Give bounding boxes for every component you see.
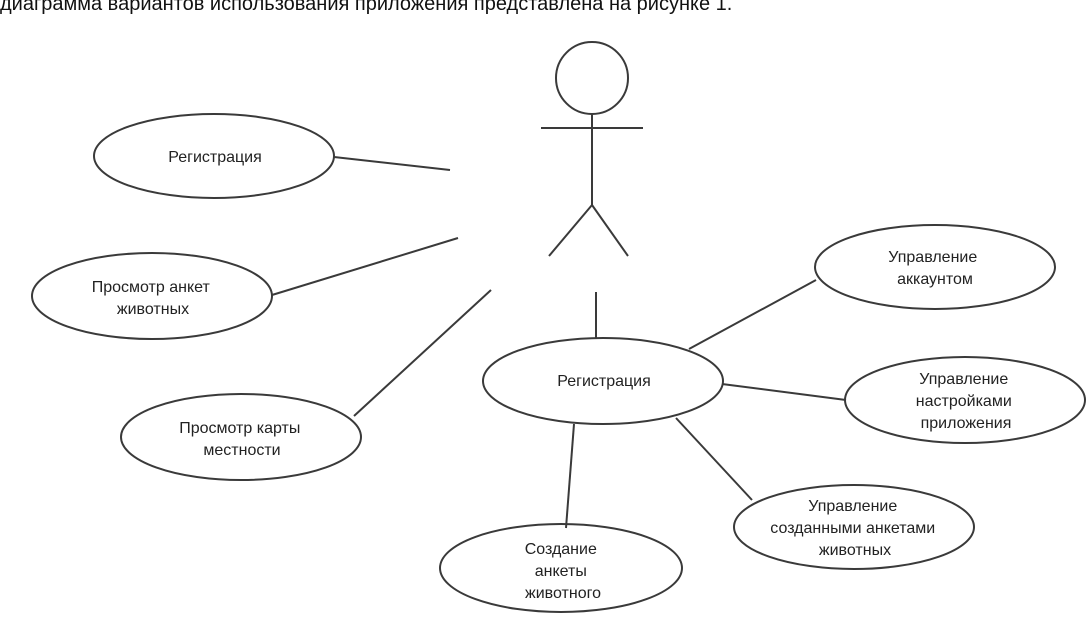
use-case-create-animal-profile: Создание анкеты животного xyxy=(525,541,602,602)
use-case-ellipse xyxy=(482,337,724,425)
use-case-label-line: Управление xyxy=(888,249,977,266)
association-line xyxy=(333,156,451,171)
use-case-label-line: Просмотр анкет xyxy=(92,279,211,296)
use-case-label-line: аккаунтом xyxy=(897,271,973,288)
use-case-label-line: местности xyxy=(203,442,280,459)
use-case-label-line: Управление xyxy=(808,498,897,515)
use-case-view-area-map: Просмотр карты местности xyxy=(179,420,305,459)
use-case-ellipse xyxy=(844,356,1086,444)
use-case-label-line: Регистрация xyxy=(168,149,262,166)
use-case-manage-app-settings: Управление настройками приложения xyxy=(916,371,1016,432)
use-case-manage-account: Управление аккаунтом xyxy=(888,249,981,288)
actor-right-leg xyxy=(591,204,629,257)
use-case-ellipse xyxy=(120,393,362,481)
use-case-label-line: Создание xyxy=(525,541,597,558)
actor-head xyxy=(555,41,629,115)
use-case-label-line: животного xyxy=(525,585,601,602)
actor-figure xyxy=(541,41,643,257)
use-case-label-line: приложения xyxy=(921,415,1012,432)
use-case-registration-center: Регистрация xyxy=(557,373,651,390)
figure-caption-text: диаграмма вариантов использования прилож… xyxy=(0,0,733,15)
use-case-ellipse xyxy=(31,252,273,340)
use-case-ellipse xyxy=(93,113,335,199)
association-line xyxy=(565,423,575,529)
use-case-ellipse xyxy=(439,523,683,613)
association-line xyxy=(721,383,847,401)
use-case-ellipse xyxy=(733,484,975,570)
use-case-label-line: животных xyxy=(819,542,891,559)
use-case-label-line: анкеты xyxy=(535,563,587,580)
use-case-label-line: созданными анкетами xyxy=(770,520,935,537)
use-case-view-animal-profiles: Просмотр анкет животных xyxy=(92,279,215,318)
use-case-registration-top: Регистрация xyxy=(168,149,262,166)
use-case-ellipse xyxy=(814,224,1056,310)
actor-left-leg xyxy=(548,204,593,257)
use-case-label-line: животных xyxy=(117,301,189,318)
use-case-label-line: Управление xyxy=(919,371,1008,388)
use-case-label-line: Просмотр карты xyxy=(179,420,300,437)
use-case-manage-created-profiles: Управление созданными анкетами животных xyxy=(770,498,939,559)
association-line xyxy=(675,417,753,501)
association-line xyxy=(353,289,492,417)
use-case-label-line: Регистрация xyxy=(557,373,651,390)
association-line xyxy=(271,237,459,296)
association-line xyxy=(688,279,817,350)
use-case-label-line: настройками xyxy=(916,393,1012,410)
